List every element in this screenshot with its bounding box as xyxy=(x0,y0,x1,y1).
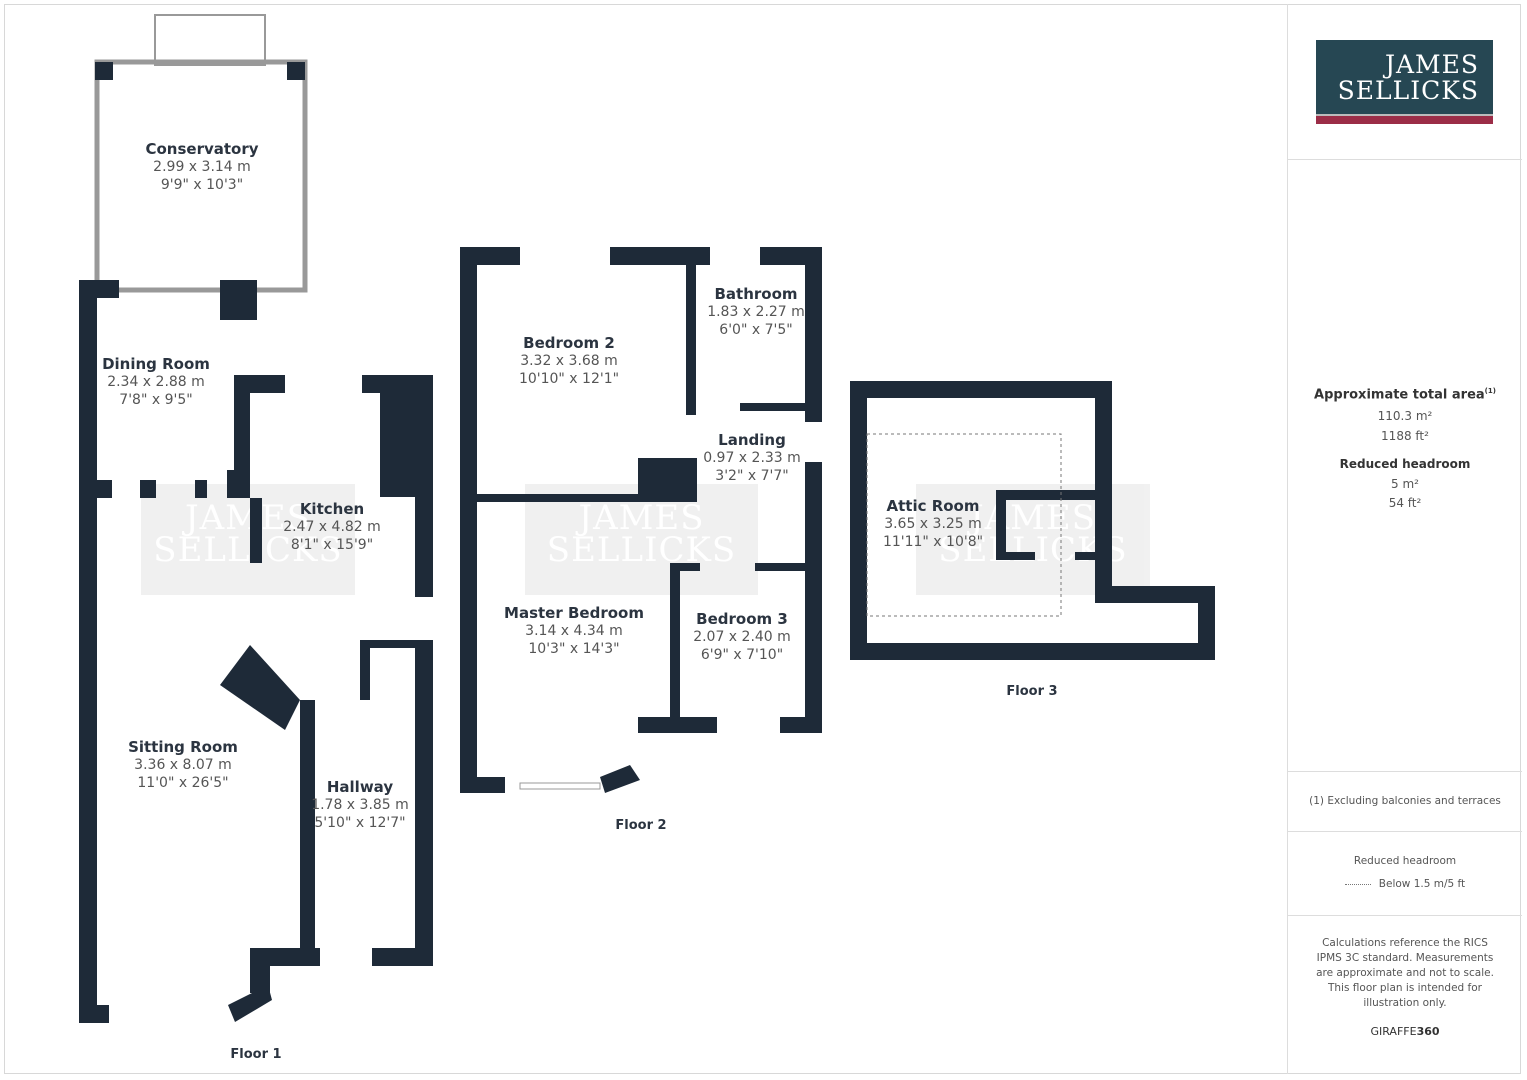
room-imperial: 11'0" x 26'5" xyxy=(137,775,229,791)
room-imperial: 3'2" x 7'7" xyxy=(715,468,789,484)
watermark-line: SELLICKS xyxy=(546,530,737,570)
disclaimer: Calculations reference the RICS IPMS 3C … xyxy=(1316,937,1494,1009)
floor-label: Floor 1 xyxy=(230,1047,282,1062)
room-name: Conservatory xyxy=(145,140,259,158)
floor-3-walls xyxy=(850,381,1215,660)
room-imperial: 11'11" x 10'8" xyxy=(882,534,984,550)
room-imperial: 9'9" x 10'3" xyxy=(160,177,244,193)
room-imperial: 6'0" x 7'5" xyxy=(719,322,793,338)
floor-1-walls xyxy=(79,14,433,1023)
total-area-title: Approximate total area(1) xyxy=(1314,387,1496,403)
floor-plan-drawing xyxy=(79,14,1215,1023)
watermark-line: SELLICKS xyxy=(153,530,343,570)
room-metric: 2.34 x 2.88 m xyxy=(107,374,205,390)
total-area-ft2: 1188 ft² xyxy=(1381,429,1429,444)
area-section: Approximate total area(1) 110.3 m² 1188 … xyxy=(1288,159,1522,772)
room-name: Sitting Room xyxy=(128,738,238,756)
room-metric: 3.36 x 8.07 m xyxy=(134,757,232,773)
room-metric: 2.07 x 2.40 m xyxy=(693,629,791,645)
room-imperial: 8'1" x 15'9" xyxy=(290,537,374,553)
room-name: Hallway xyxy=(326,778,394,796)
watermark-line: JAMES xyxy=(969,498,1097,538)
logo-bar xyxy=(1316,114,1493,124)
disclaimer-section: Calculations reference the RICS IPMS 3C … xyxy=(1288,915,1522,1075)
brand-logo: JAMES SELLICKS xyxy=(1316,40,1493,124)
room-metric: 2.99 x 3.14 m xyxy=(153,159,251,175)
room-metric: 1.78 x 3.85 m xyxy=(311,797,409,813)
reduced-headroom-m2: 5 m² xyxy=(1391,477,1419,492)
info-sidebar: JAMES SELLICKS Approximate total area(1)… xyxy=(1287,4,1522,1074)
room-imperial: 6'9" x 7'10" xyxy=(700,647,784,663)
room-imperial: 5'10" x 12'7" xyxy=(314,815,406,831)
watermark-line: JAMES xyxy=(578,498,705,538)
floor-label: Floor 3 xyxy=(1006,684,1058,699)
giraffe360-brand: GIRAFFE360 xyxy=(1370,1025,1440,1038)
footnote-section: (1) Excluding balconies and terraces xyxy=(1288,771,1522,832)
room-name: Landing xyxy=(718,431,786,449)
reduced-headroom-ft2: 54 ft² xyxy=(1388,496,1422,511)
legend-title: Reduced headroom xyxy=(1353,855,1457,867)
room-metric: 2.47 x 4.82 m xyxy=(283,519,381,535)
room-imperial: 10'10" x 12'1" xyxy=(518,371,620,387)
footnote-mark: (1) xyxy=(1484,387,1496,395)
room-imperial: 7'8" x 9'5" xyxy=(119,392,193,408)
room-metric: 3.14 x 4.34 m xyxy=(525,623,623,639)
legend-section: Reduced headroom Below 1.5 m/5 ft xyxy=(1288,831,1522,916)
room-name: Bedroom 2 xyxy=(523,334,615,352)
logo-line: JAMES xyxy=(1384,50,1479,79)
room-metric: 3.32 x 3.68 m xyxy=(520,353,618,369)
room-name: Kitchen xyxy=(299,500,365,518)
logo-line: SELLICKS xyxy=(1337,76,1479,105)
floor-2-walls xyxy=(460,247,822,793)
room-metric: 0.97 x 2.33 m xyxy=(703,450,801,466)
room-name: Bathroom xyxy=(714,285,798,303)
total-area-m2: 110.3 m² xyxy=(1377,409,1433,424)
room-name: Master Bedroom xyxy=(504,604,644,622)
reduced-headroom-title: Reduced headroom xyxy=(1339,457,1471,472)
legend-item: Below 1.5 m/5 ft xyxy=(1288,877,1522,892)
dotted-line-icon xyxy=(1344,883,1371,885)
watermark-line: JAMES xyxy=(184,498,312,538)
room-name: Attic Room xyxy=(886,497,980,515)
room-metric: 1.83 x 2.27 m xyxy=(707,304,805,320)
footnote: (1) Excluding balconies and terraces xyxy=(1309,795,1501,807)
room-name: Bedroom 3 xyxy=(696,610,788,628)
room-metric: 3.65 x 3.25 m xyxy=(884,516,982,532)
room-imperial: 10'3" x 14'3" xyxy=(528,641,620,657)
room-name: Dining Room xyxy=(102,355,210,373)
page-frame xyxy=(4,4,1521,1074)
floor-label: Floor 2 xyxy=(615,818,667,833)
